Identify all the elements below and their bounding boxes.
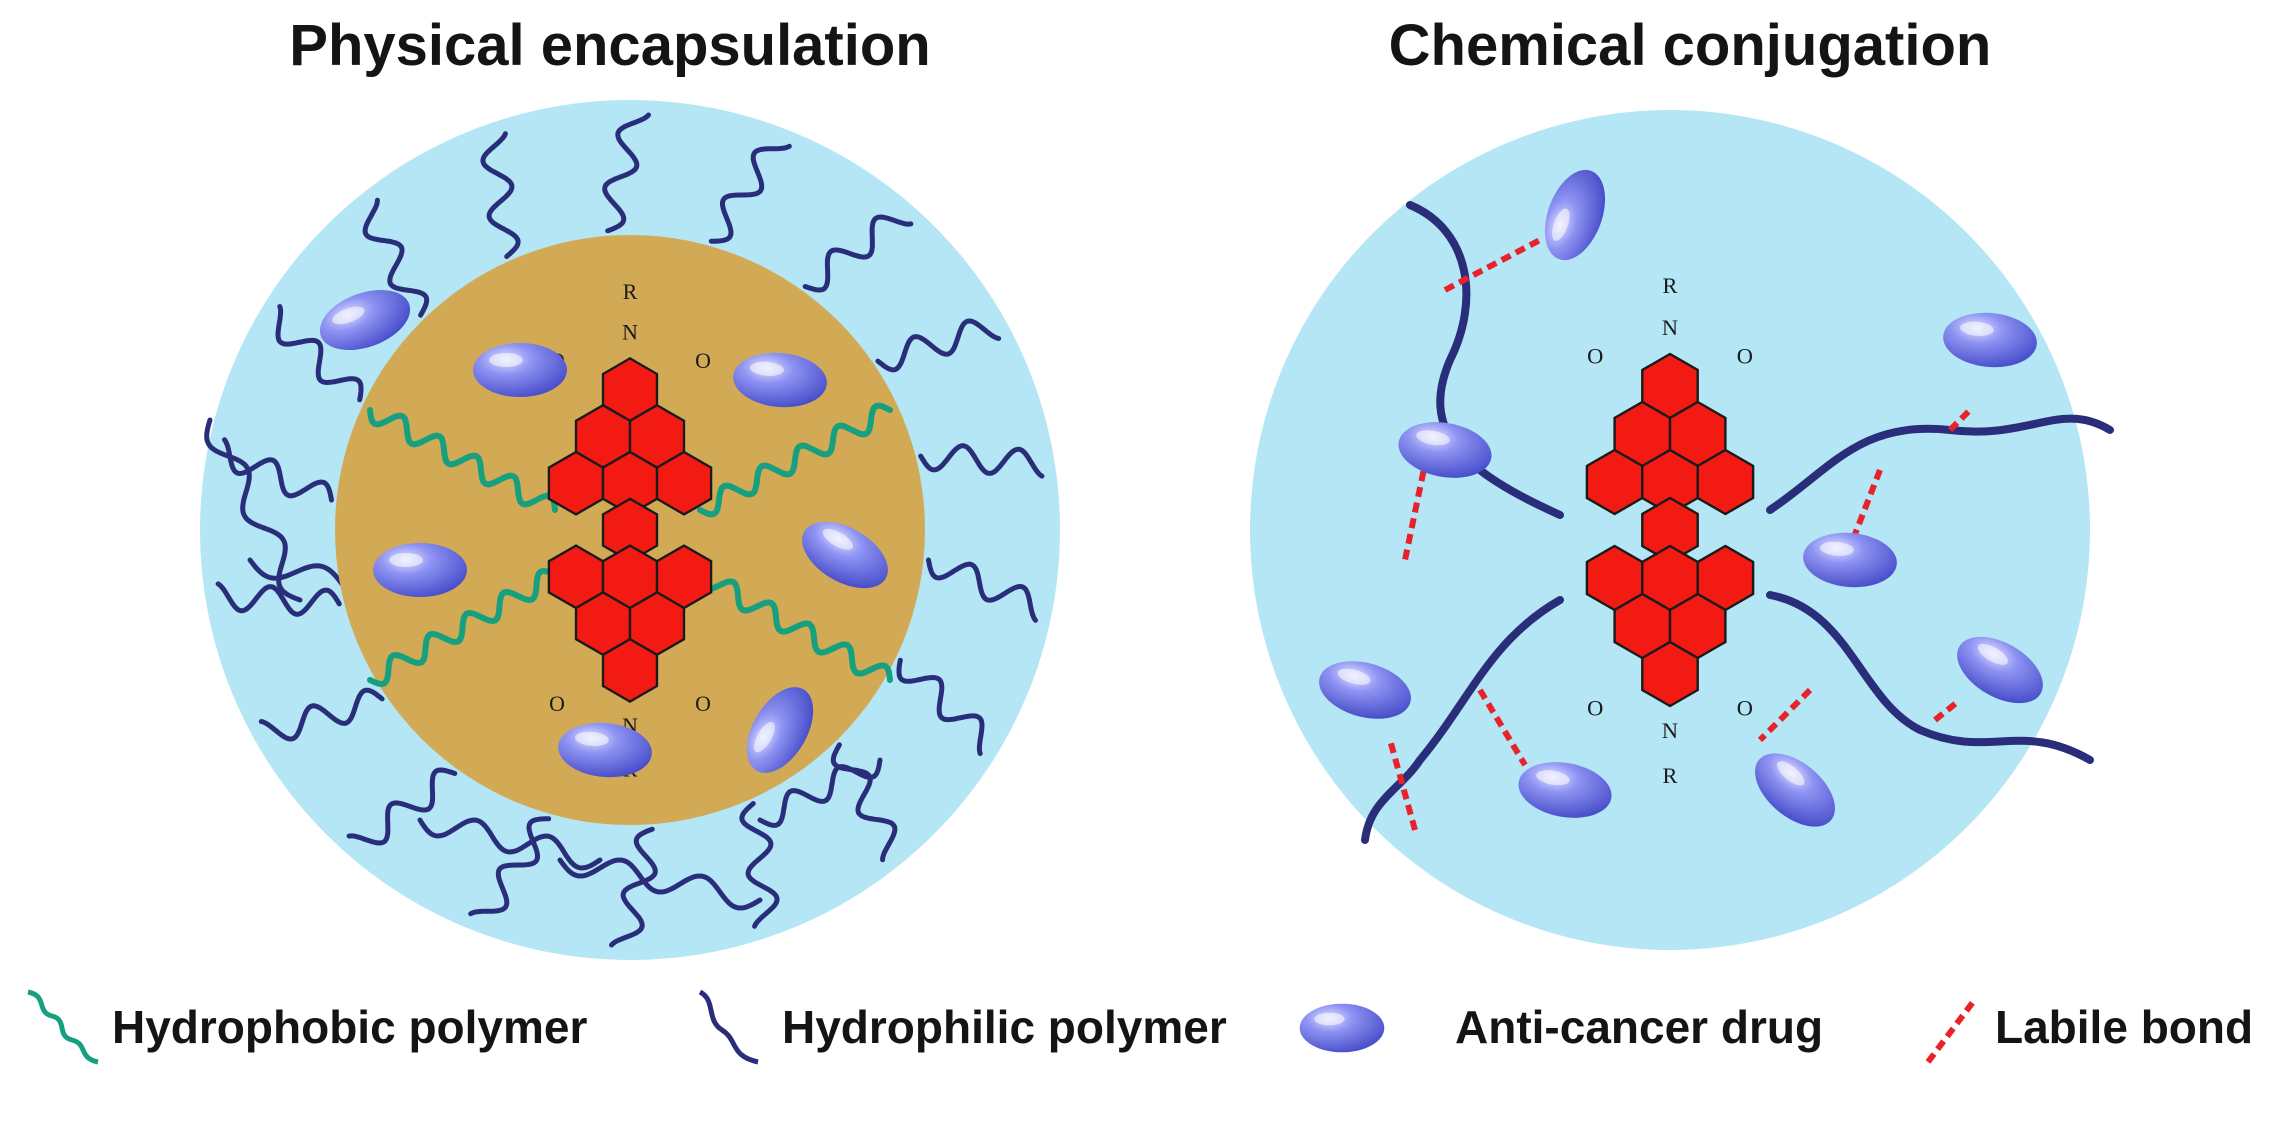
labile-bond bbox=[1933, 697, 1962, 723]
hydrophilic-polymer-chain bbox=[708, 143, 792, 244]
hydrophilic-polymer-chain bbox=[739, 801, 780, 929]
labile-bond bbox=[1443, 237, 1542, 293]
labile-bond-icon bbox=[1925, 996, 1979, 1064]
hydrophobic-polymer-icon bbox=[27, 989, 99, 1065]
r-group-label: R bbox=[623, 280, 638, 304]
nitrogen-label: N bbox=[1662, 718, 1678, 743]
oxygen-label: O bbox=[695, 349, 711, 373]
hydrophilic-polymer-chain bbox=[609, 826, 658, 948]
oxygen-label: O bbox=[695, 692, 711, 716]
anti-cancer-drug bbox=[473, 343, 567, 397]
aromatic-ring bbox=[655, 450, 713, 516]
hydrophilic-polymer-chain bbox=[215, 581, 342, 617]
hydrophilic-polymer-chain bbox=[275, 304, 364, 403]
oxygen-label: O bbox=[1587, 344, 1603, 369]
oxygen-label: O bbox=[1737, 344, 1753, 369]
hydrophilic-polymer-chain bbox=[802, 214, 914, 293]
hydrophilic-polymer-chain bbox=[346, 767, 458, 846]
legend-bond-label: Labile bond bbox=[1995, 1001, 2254, 1053]
polymer-backbone bbox=[1766, 591, 2094, 764]
legend bbox=[27, 989, 1979, 1065]
hydrophilic-polymer-chain bbox=[362, 197, 430, 318]
hydrophobic-chains bbox=[367, 402, 893, 688]
oxygen-label: O bbox=[549, 692, 565, 716]
aromatic-ring bbox=[601, 637, 659, 703]
legend-hydrophilic-label: Hydrophilic polymer bbox=[782, 1001, 1227, 1053]
polymer-backbone bbox=[1361, 596, 1564, 844]
anti-cancer-drug bbox=[373, 543, 467, 597]
oxygen-label: O bbox=[1737, 696, 1753, 721]
hydrophilic-polymer-chain bbox=[480, 131, 521, 259]
physical-encapsulation-title: Physical encapsulation bbox=[289, 13, 931, 78]
nitrogen-label: N bbox=[622, 321, 638, 345]
hydrophilic-chains bbox=[204, 112, 1045, 948]
hydrophobic-polymer-chain bbox=[697, 572, 893, 683]
aromatic-ring bbox=[1641, 640, 1699, 708]
hydrophilic-polymer-chain bbox=[222, 437, 334, 503]
oxygen-label: O bbox=[1587, 696, 1603, 721]
hydrophilic-polymer-chain bbox=[896, 657, 985, 756]
hydrophilic-polymer-chain bbox=[602, 112, 651, 234]
anti-cancer-drug-icon bbox=[1299, 1003, 1385, 1053]
hydrophilic-polymer-chain bbox=[204, 417, 303, 603]
hydrophilic-polymer-chain bbox=[258, 687, 385, 742]
labile-bond bbox=[1947, 407, 1973, 433]
labile-bond bbox=[1477, 688, 1528, 767]
hydrophobic-polymer-chain bbox=[367, 407, 558, 513]
r-group-label: R bbox=[1663, 763, 1678, 788]
aromatic-ring bbox=[1696, 448, 1755, 516]
hydrophobic-polymer-chain bbox=[367, 567, 558, 688]
hydrophilic-polymer-chain bbox=[468, 816, 552, 917]
hydrophilic-polymer-chain bbox=[875, 318, 1002, 373]
polymer-backbones bbox=[1361, 201, 2114, 844]
labile-bond bbox=[1757, 687, 1813, 743]
hydrophilic-polymer-chain bbox=[557, 857, 763, 911]
legend-hydrophobic-label: Hydrophobic polymer bbox=[112, 1001, 588, 1053]
hydrophilic-polymer-icon bbox=[698, 989, 759, 1065]
chemical-conjugation-title: Chemical conjugation bbox=[1388, 13, 1992, 78]
hydrophilic-polymer-chain bbox=[757, 757, 883, 828]
hydrophilic-polymer-chain bbox=[417, 817, 603, 871]
hydrophilic-polymer-chain bbox=[918, 443, 1045, 479]
hydrophobic-polymer-chain bbox=[697, 402, 893, 518]
r-group-label: R bbox=[1663, 273, 1678, 298]
polymer-backbone bbox=[1766, 414, 2114, 514]
polymer-backbone bbox=[1406, 201, 1564, 519]
legend-drug-label: Anti-cancer drug bbox=[1455, 1001, 1824, 1053]
nitrogen-label: N bbox=[1662, 315, 1678, 340]
hydrophilic-polymer-chain bbox=[926, 557, 1038, 623]
